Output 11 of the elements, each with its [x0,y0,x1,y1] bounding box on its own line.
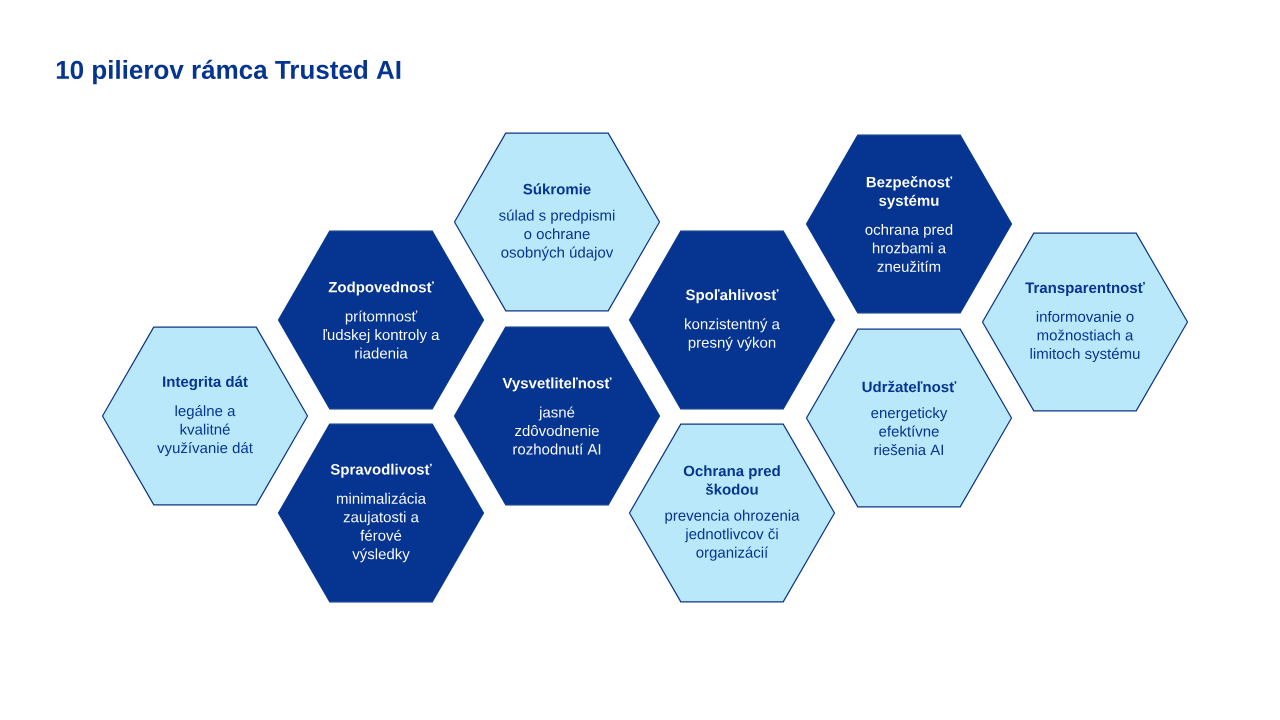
hexagon: Transparentnosť informovanie o možnostiach a limitoch systému [981,232,1189,412]
hexagon: Vysvetliteľnosť jasné zdôvodnenie rozhodnutí AI [453,326,661,506]
title: 10 pilierov rámca Trusted AI [56,59,401,85]
hexagon: Spravodlivosť minimalizácia zaujatosti a férové výsledky [277,423,485,603]
hexagon: Spoľahlivosť konzistentný a presný výkon [628,230,836,410]
hexagon: Zodpovednosť prítomnosť ľudskej kontroly a riadenia [277,230,485,410]
hexagon: Bezpečnosť systému ochrana pred hrozbami a zneužitím [805,134,1013,314]
hexagon: Udržateľnosť energeticky efektívne riešenia AI [805,328,1013,508]
hexagon: Súkromie súlad s predpismi o ochrane osobných údajov [453,132,661,312]
hexagon: Ochrana pred škodou prevencia ohrozenia jednotlivcov či organizácií [628,423,836,603]
hexagon: Integrita dát legálne a kvalitné využívanie dát [101,326,309,506]
